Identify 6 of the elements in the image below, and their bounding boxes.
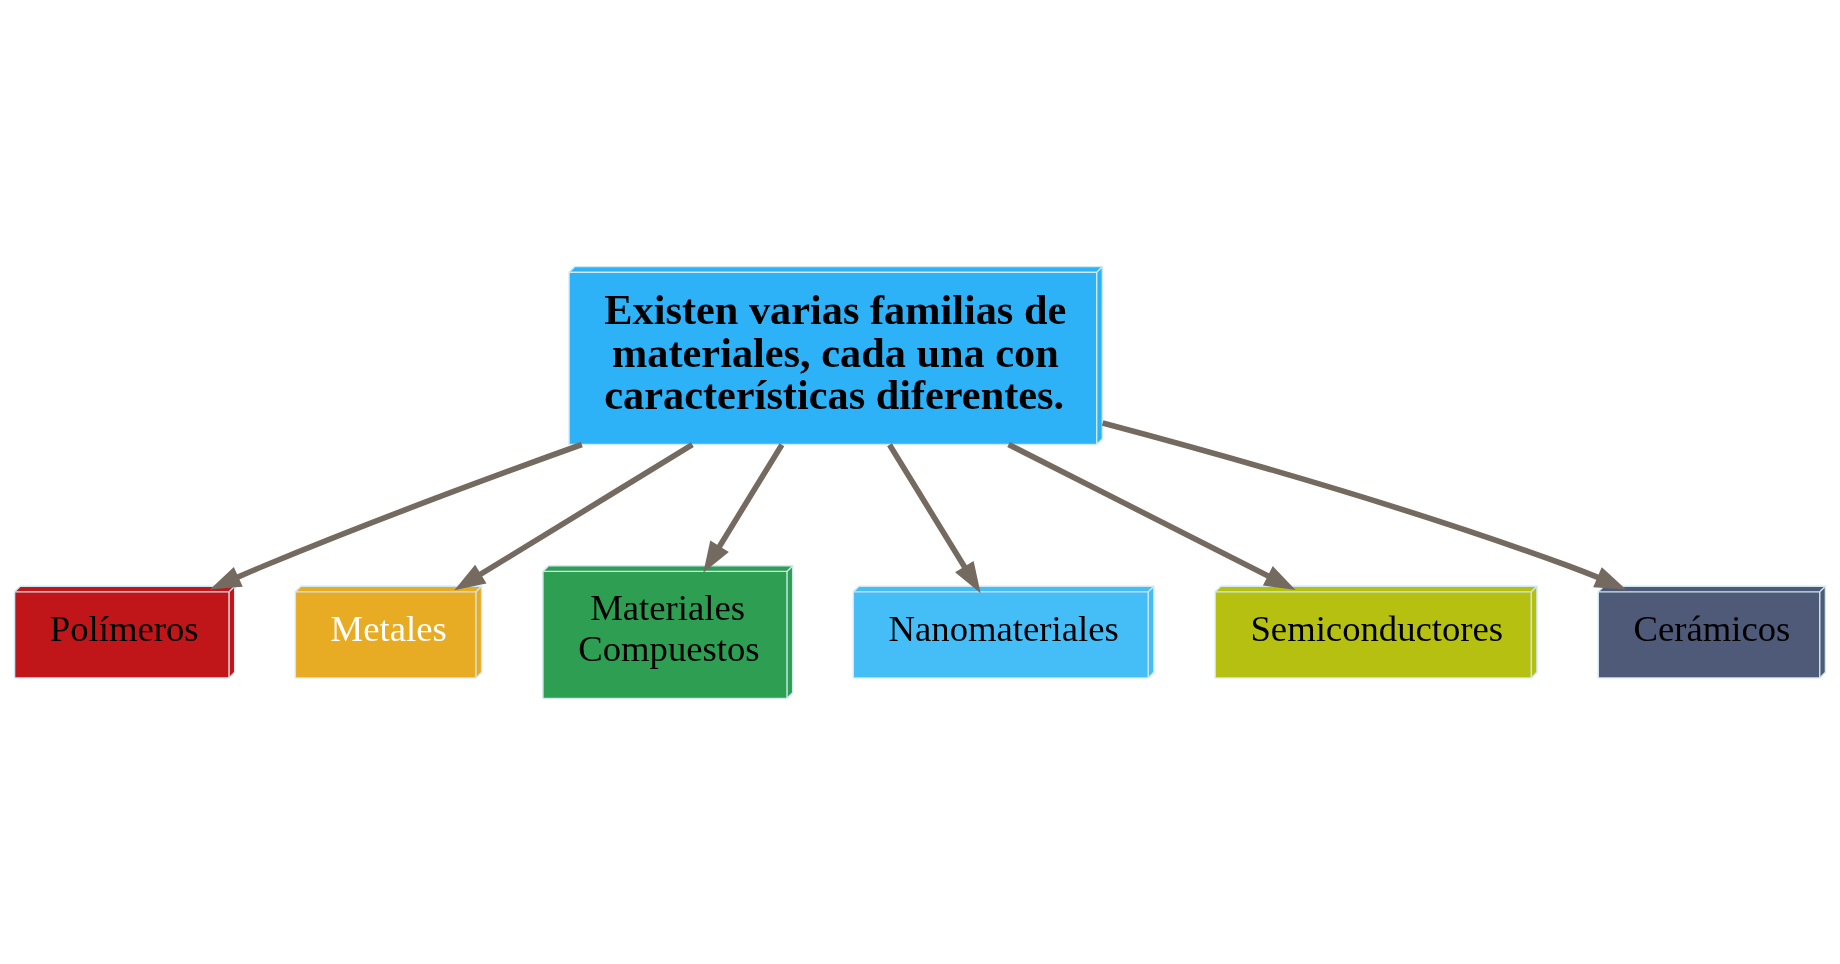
arrow [209, 441, 583, 590]
arrow [1101, 419, 1627, 589]
arrow [703, 442, 785, 573]
arrow [1007, 441, 1296, 590]
arrow [887, 442, 981, 593]
arrow [454, 441, 694, 590]
